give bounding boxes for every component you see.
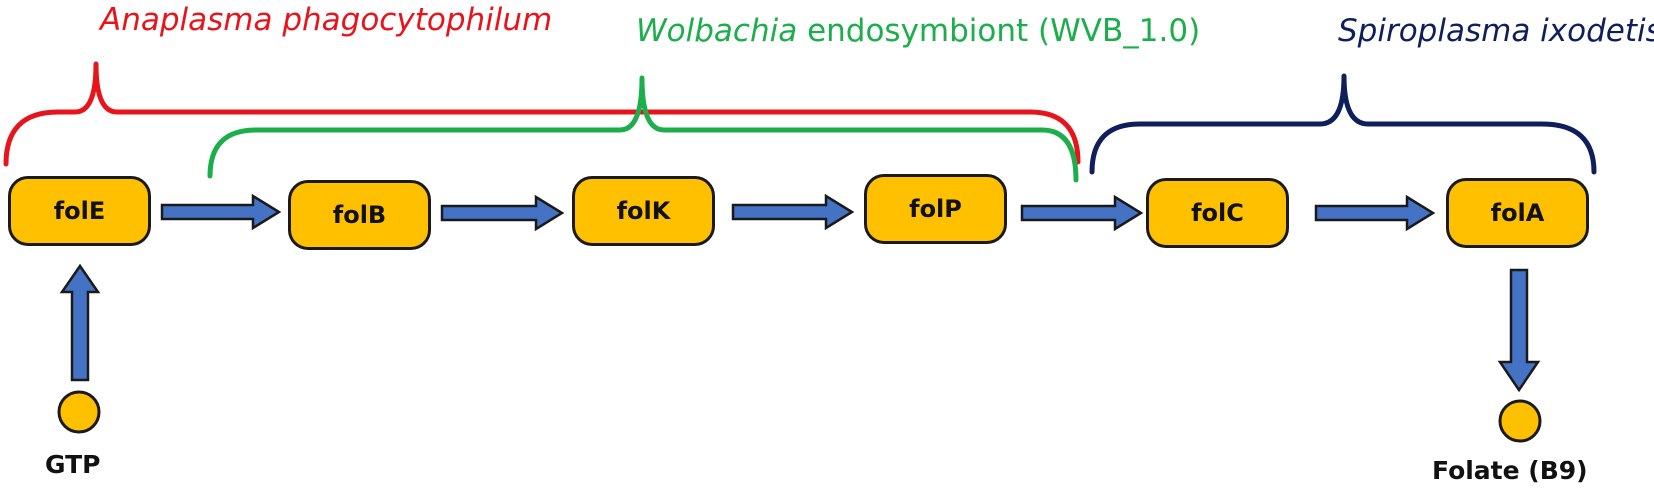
gene-box-folC: folC	[1146, 178, 1289, 248]
organism-label-spiroplasma: Spiroplasma ixodetis	[1338, 16, 1654, 47]
organism-label-anaplasma: Anaplasma phagocytophilum	[100, 5, 552, 36]
brace-anaplasma	[3, 61, 1081, 167]
down-arrow-icon	[1497, 268, 1541, 393]
brace-spiroplasma	[1089, 73, 1597, 175]
circle-node-icon	[57, 390, 101, 434]
right-arrow-icon	[1020, 194, 1144, 232]
metabolite-label-gtp: GTP	[45, 450, 101, 479]
organism-name-rest: endosymbiont (WVB_1.0)	[797, 13, 1201, 49]
right-arrow-icon	[731, 193, 855, 231]
gene-box-folE: folE	[8, 176, 151, 246]
organism-name-italic: Wolbachia	[636, 13, 798, 49]
brace-wolbachia	[207, 75, 1079, 183]
gene-box-folB: folB	[288, 180, 431, 250]
organism-name-italic: Anaplasma phagocytophilum	[100, 2, 553, 38]
organism-label-wolbachia: Wolbachia endosymbiont (WVB_1.0)	[636, 16, 1200, 47]
right-arrow-icon	[440, 194, 565, 232]
gene-box-folP: folP	[864, 174, 1007, 244]
metabolite-label-folate: Folate (B9)	[1432, 456, 1588, 485]
right-arrow-icon	[160, 193, 282, 231]
gene-box-folA: folA	[1446, 178, 1589, 248]
right-arrow-icon	[1314, 194, 1436, 232]
organism-name-italic: Spiroplasma ixodetis	[1338, 13, 1654, 49]
circle-node-icon	[1498, 399, 1542, 443]
up-arrow-icon	[59, 263, 101, 382]
gene-box-folK: folK	[572, 176, 715, 246]
